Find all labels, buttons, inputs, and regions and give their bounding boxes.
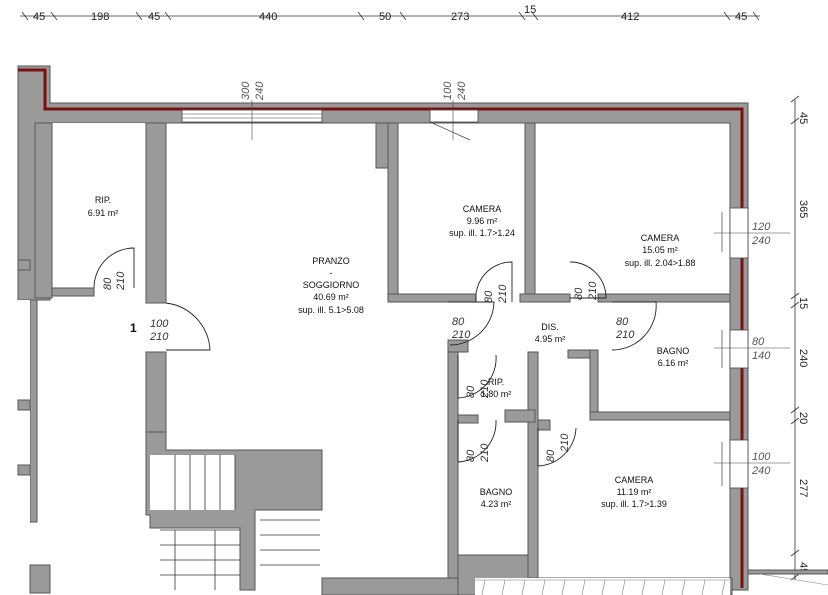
door-camera3: 80 210 [537,427,577,467]
door-cam3-h: 210 [559,433,571,453]
rip2-area: 1.80 m² [481,389,512,399]
entrance-label: 1 [130,321,137,335]
door-cam1-w: 80 [483,290,495,303]
rip1-name: RIP. [95,195,111,205]
dim-right-0: 45 [797,112,809,124]
bagno1-name: BAGNO [657,346,690,356]
dim-right-5: 277 [797,479,809,497]
camera3-name: CAMERA [615,475,654,485]
exterior-outline [18,68,744,588]
dim-top-8: 45 [735,11,747,23]
door-rip1-h: 210 [115,271,127,291]
dim-top-3: 440 [259,11,277,23]
walls [17,65,828,595]
door-bagno2: 80 210 [457,419,497,463]
pranzo-area: 40.69 m² [313,292,349,302]
pranzo-name2: SOGGIORNO [303,280,360,290]
camera1-ill: sup. ill. 1.7>1.24 [449,228,515,238]
door-disr-w: 80 [616,316,629,328]
door-rip2-h: 210 [479,379,491,399]
camera2-area: 15.05 m² [642,245,678,255]
camera1-area: 9.96 m² [467,216,498,226]
dim-top-2: 45 [148,11,160,23]
dim-right-1: 365 [797,200,809,218]
door-camera1: 80 210 [475,261,513,304]
dim-top-7: 412 [621,11,639,23]
door-disl-w: 80 [452,316,465,328]
dim-right-2: 15 [797,297,809,309]
win-top1-h: 240 [254,81,266,101]
dis-area: 4.95 m² [535,334,566,344]
dim-top-6: 15 [524,4,536,16]
right-dimension-line: 45 365 15 240 20 277 45 [790,95,809,581]
bagno2-name: BAGNO [480,487,513,497]
win-r1-w: 120 [752,221,771,233]
door-entry-h: 210 [149,331,169,343]
win-top1-w: 300 [240,81,252,100]
pranzo-sep: - [330,268,333,278]
door-bagno2-w: 80 [465,449,477,462]
win-r1-h: 240 [751,235,771,247]
pranzo-ill: sup. ill. 5.1>5.08 [298,305,364,315]
dim-top-1: 198 [91,11,109,23]
camera3-ill: sup. ill. 1.7>1.39 [601,499,667,509]
rip2-name: RIP. [488,377,504,387]
win-r2-h: 140 [752,350,771,362]
room-camera-1: CAMERA 9.96 m² sup. ill. 1.7>1.24 [449,204,515,238]
room-bagno-1: BAGNO 6.16 m² [657,346,690,368]
window-right-1: 120 240 [714,207,790,259]
dim-top-5: 273 [451,11,469,23]
win-r3-h: 240 [751,465,771,477]
door-cam2-h: 210 [587,281,599,301]
dim-right-4: 20 [797,412,809,424]
pranzo-name: PRANZO [312,256,350,266]
window-top-2: 100 240 [429,81,479,141]
camera3-area: 11.19 m² [617,487,652,497]
camera2-ill: sup. ill. 2.04>1.88 [625,258,696,268]
win-r3-w: 100 [752,451,771,463]
door-disr-h: 210 [615,329,635,341]
door-cam1-h: 210 [497,284,509,304]
door-entry: 100 210 [149,302,211,351]
room-rip-1: RIP. 6.91 m² [88,195,119,218]
door-rip1-w: 80 [102,277,114,290]
window-right-2: 80 140 [714,329,790,369]
door-camera2: 80 210 [569,261,607,301]
rip1-area: 6.91 m² [88,208,119,218]
dim-top-4: 50 [379,11,391,23]
bagno1-area: 6.16 m² [658,358,689,368]
door-bagno2-h: 210 [479,443,491,463]
door-rip2-w: 80 [465,385,477,398]
win-top2-w: 100 [442,81,454,100]
window-top-1: 300 240 [181,81,323,140]
door-dis-left: 80 210 [448,301,495,346]
room-rip-2: RIP. 1.80 m² [481,377,512,399]
door-cam3-w: 80 [545,449,557,462]
room-bagno-2: BAGNO 4.23 m² [480,487,513,509]
camera1-name: CAMERA [463,204,502,214]
dis-name: DIS. [541,322,559,332]
door-entry-w: 100 [150,318,169,330]
room-camera-3: CAMERA 11.19 m² sup. ill. 1.7>1.39 [601,475,667,509]
win-r2-w: 80 [752,336,765,348]
win-top2-h: 240 [456,81,468,101]
room-pranzo-soggiorno: PRANZO - SOGGIORNO 40.69 m² sup. ill. 5.… [298,256,364,315]
stairs [160,455,320,590]
camera2-name: CAMERA [641,233,680,243]
dim-right-3: 240 [797,349,809,367]
door-rip2: 80 210 [457,354,497,399]
window-right-3: 100 240 [714,439,790,489]
door-cam2-w: 80 [573,287,585,300]
door-rip1: 80 210 [93,247,135,291]
bagno2-area: 4.23 m² [481,499,512,509]
balcony-hatch [475,579,730,595]
room-camera-2: CAMERA 15.05 m² sup. ill. 2.04>1.88 [625,233,696,268]
top-dimension-line: 45 198 45 440 50 273 15 412 45 [20,4,760,23]
dim-top-0: 45 [33,11,45,23]
door-dis-right: 80 210 [611,301,657,351]
door-disl-h: 210 [451,329,471,341]
room-dis: DIS. 4.95 m² [535,322,566,344]
